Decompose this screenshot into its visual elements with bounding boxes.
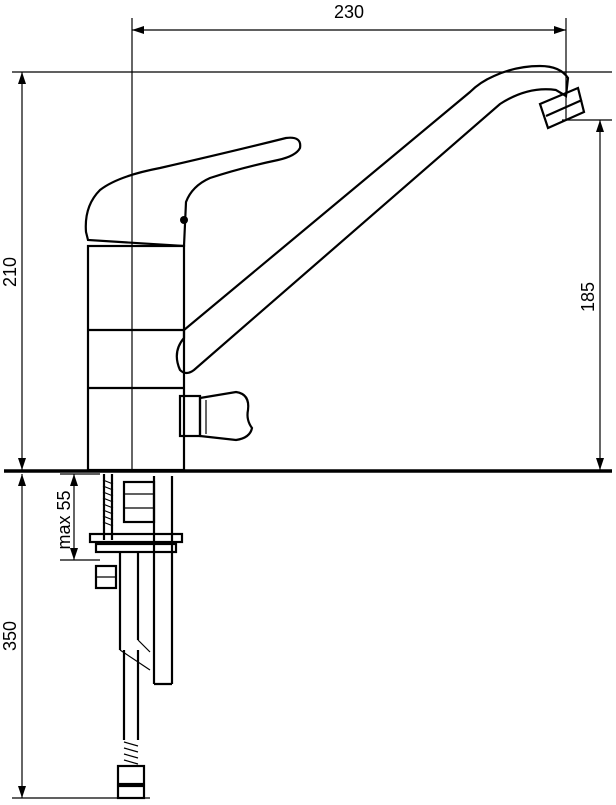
mounting-hardware (88, 474, 184, 686)
height-label: 210 (0, 257, 20, 287)
height-dimension: 210 (0, 71, 612, 470)
max-thickness-dimension: max 55 (54, 473, 100, 561)
faucet-body (86, 244, 186, 472)
aerator (538, 86, 586, 130)
width-dimension: 230 (131, 2, 567, 470)
spout-height-dimension: 185 (562, 119, 612, 470)
hose-length-label: 350 (0, 621, 20, 651)
lever-handle (84, 136, 302, 248)
side-valve (178, 390, 254, 442)
flex-hose (12, 650, 150, 800)
spout-height-label: 185 (578, 282, 598, 312)
hose-length-dimension: 350 (0, 474, 26, 798)
width-label: 230 (334, 2, 364, 22)
spout (175, 64, 586, 375)
max-thickness-label: max 55 (54, 490, 74, 549)
